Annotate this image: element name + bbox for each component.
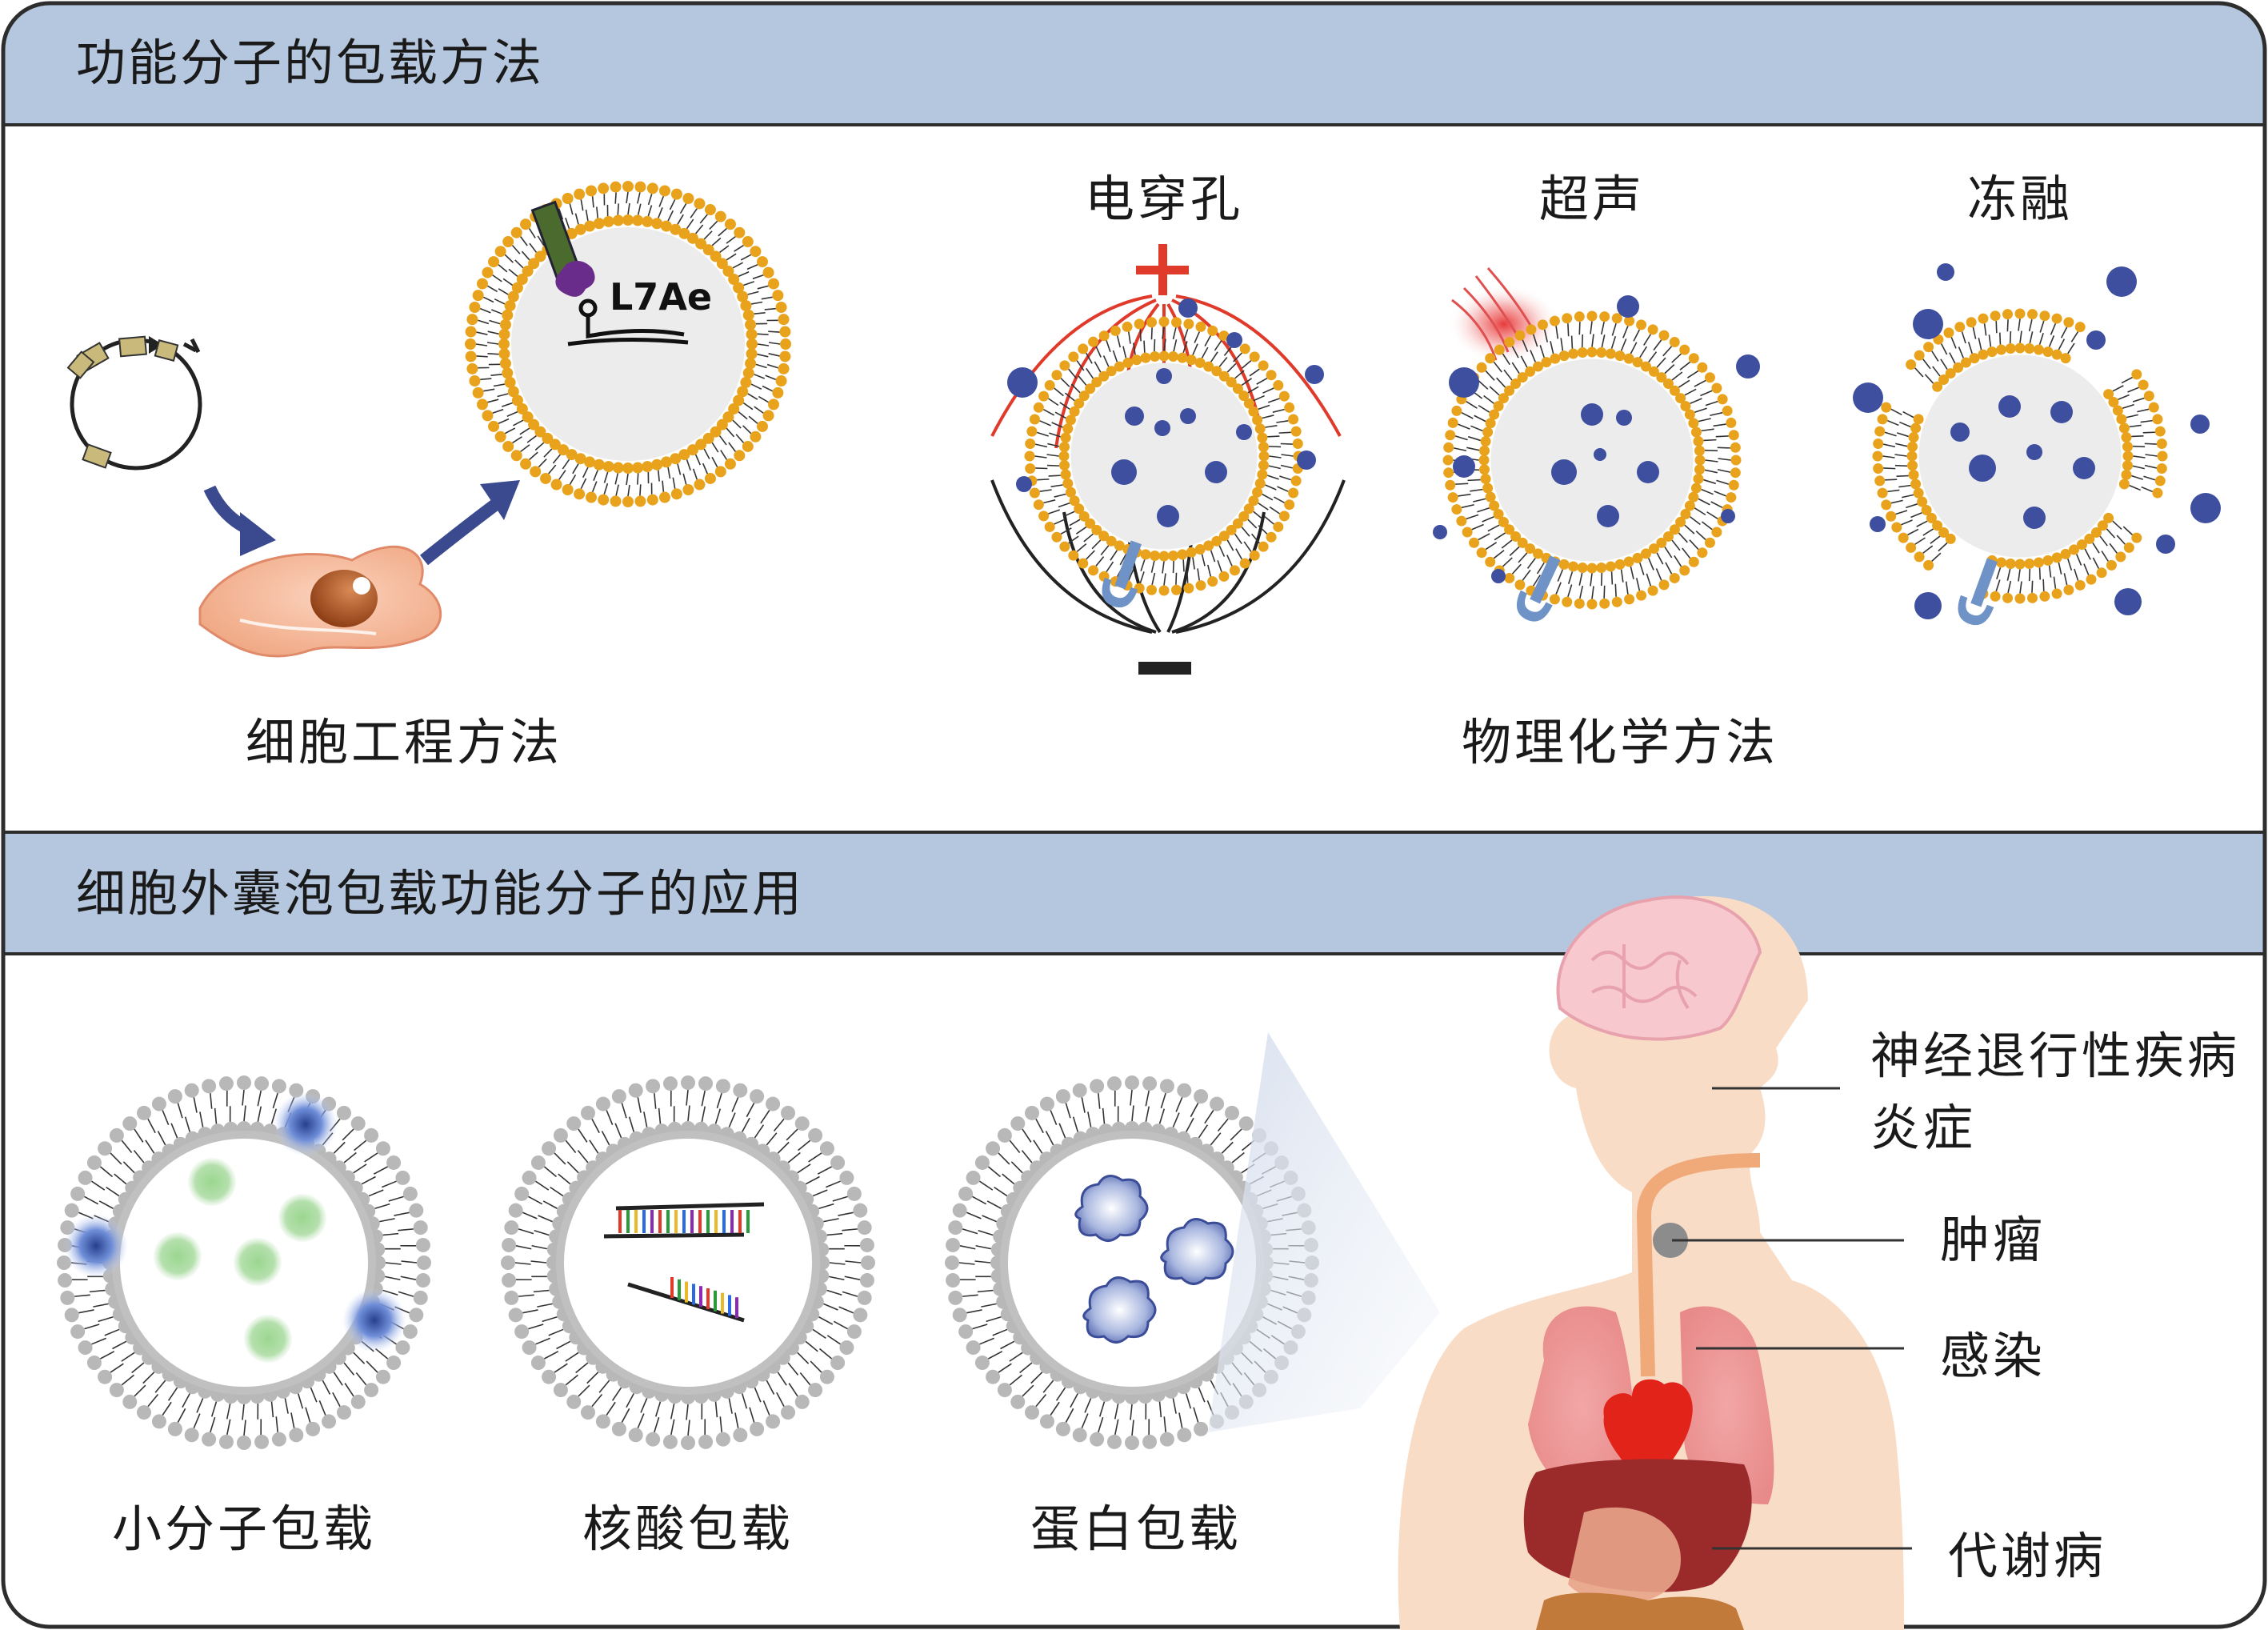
l7ae-protein-icon <box>530 200 689 346</box>
caption-nucleic-acid: 核酸包载 <box>582 1500 794 1558</box>
electrode-negative-icon <box>1138 662 1191 675</box>
disease-inflammation: 炎症 <box>1870 1099 1977 1157</box>
sonication-vesicle <box>1433 295 1760 622</box>
caption-small-molecule: 小分子包载 <box>111 1500 377 1558</box>
electrode-positive-icon <box>1136 244 1189 295</box>
section-title-loading-methods: 功能分子的包载方法 <box>76 34 545 92</box>
disease-neurodegenerative: 神经退行性疾病 <box>1870 1027 2241 1085</box>
section-title-applications: 细胞外囊泡包载功能分子的应用 <box>76 864 805 923</box>
plasmid-icon <box>66 335 202 471</box>
electroporation-vesicle <box>1007 298 1324 608</box>
nucleic-acid-vesicle <box>501 1075 875 1450</box>
caption-protein: 蛋白包载 <box>1030 1500 1242 1558</box>
l7ae-label: L7Ae <box>610 275 713 318</box>
spotlight-beam <box>1208 1032 1440 1432</box>
method-label-electroporation: 电穿孔 <box>1084 170 1244 228</box>
small-molecule-vesicle <box>57 1075 431 1450</box>
engineered-vesicle <box>465 181 791 507</box>
arrow-cell-to-vesicle <box>420 499 500 566</box>
method-label-sonication: 超声 <box>1538 170 1646 228</box>
disease-metabolic: 代谢病 <box>1948 1527 2107 1585</box>
human-body-icon <box>1398 895 1912 1630</box>
freeze-thaw-vesicle <box>1853 263 2221 626</box>
header-bar-top <box>3 3 2265 125</box>
ultrasound-wave-icon <box>1448 284 1560 364</box>
caption-physicochemical: 物理化学方法 <box>1461 713 1779 771</box>
header-bar-bottom <box>3 832 2265 954</box>
caption-cell-engineering: 细胞工程方法 <box>245 713 563 771</box>
cell-icon <box>198 545 442 658</box>
method-label-freeze-thaw: 冻融 <box>1966 170 2074 228</box>
disease-tumor: 肿瘤 <box>1940 1211 2046 1269</box>
disease-infection: 感染 <box>1940 1327 2046 1385</box>
